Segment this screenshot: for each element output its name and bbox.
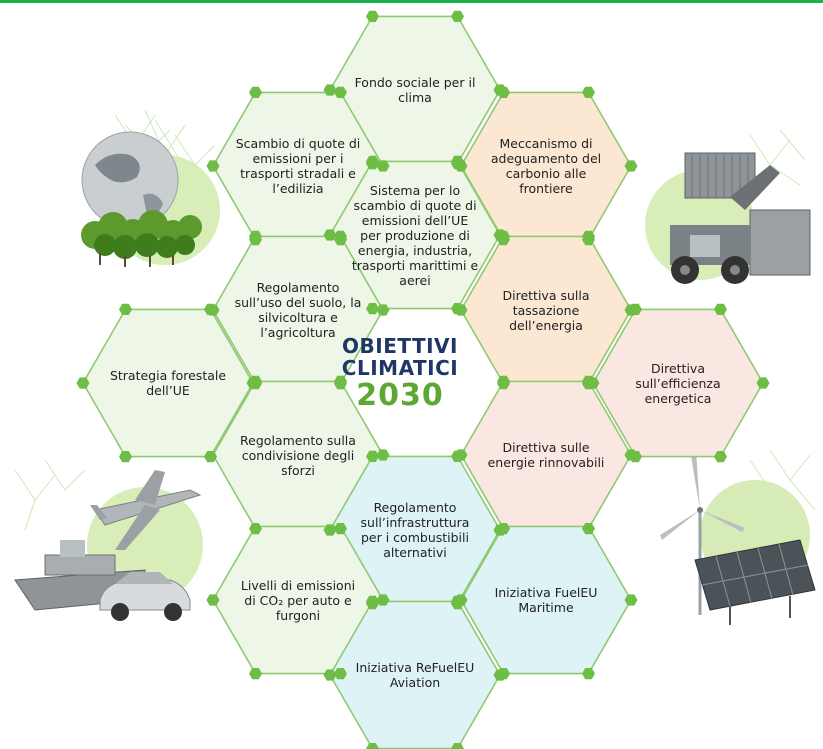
hex-efficienza-energetica: Direttiva sull’efficienza energetica bbox=[635, 360, 721, 406]
hex-vertex-node bbox=[582, 522, 595, 535]
hex-vertex-node bbox=[624, 160, 638, 172]
hex-vertex-node bbox=[334, 86, 347, 99]
center-title: OBIETTIVI CLIMATICI 2030 bbox=[330, 335, 470, 413]
hex-vertex-node bbox=[497, 375, 510, 388]
hex-vertex-node bbox=[714, 303, 727, 316]
hex-vertex-node bbox=[451, 10, 464, 23]
hex-uso-suolo: Regolamento sull’uso del suolo, la silvi… bbox=[234, 280, 362, 340]
hex-vertex-node bbox=[334, 522, 347, 535]
hex-vertex-node bbox=[204, 303, 217, 316]
hex-vertex-node bbox=[582, 86, 595, 99]
hex-vertex-node bbox=[493, 524, 507, 536]
hex-vertex-node bbox=[366, 450, 379, 463]
hex-vertex-node bbox=[249, 667, 262, 680]
plane-ship-car-icon bbox=[14, 459, 203, 621]
hex-fondo-sociale: Fondo sociale per il clima bbox=[354, 75, 476, 105]
hex-vertex-node bbox=[376, 160, 390, 172]
hex-co2-auto-furgoni: Livelli di emissioni di CO₂ per auto e f… bbox=[240, 577, 356, 623]
hex-scambio-trasporti-edilizia: Scambio di quote di emissioni per i tras… bbox=[235, 136, 361, 196]
hex-refueleu-aviation: Iniziativa ReFuelEU Aviation bbox=[355, 660, 475, 690]
hex-vertex-node bbox=[451, 595, 464, 608]
hex-vertex-node bbox=[334, 375, 347, 388]
hex-vertex-node bbox=[582, 230, 595, 243]
hex-vertex-node bbox=[493, 669, 507, 681]
hex-vertex-node bbox=[249, 375, 262, 388]
hex-vertex-node bbox=[366, 595, 379, 608]
hex-vertex-node bbox=[249, 230, 262, 243]
hex-vertex-node bbox=[119, 303, 132, 316]
hex-vertex-node bbox=[206, 160, 220, 172]
hex-vertex-node bbox=[756, 377, 770, 389]
hex-vertex-node bbox=[624, 449, 638, 461]
hex-vertex-node bbox=[454, 304, 468, 316]
center-title-line1: OBIETTIVI bbox=[342, 334, 458, 358]
hex-vertex-node bbox=[376, 449, 390, 461]
hex-vertex-node bbox=[323, 524, 337, 536]
hex-energie-rinnovabili: Direttiva sulle energie rinnovabili bbox=[487, 440, 605, 470]
center-title-line2: CLIMATICI bbox=[341, 356, 459, 380]
hex-vertex-node bbox=[249, 86, 262, 99]
top-accent-bar bbox=[0, 0, 823, 3]
hex-vertex-node bbox=[451, 450, 464, 463]
hex-vertex-node bbox=[323, 84, 337, 96]
hex-vertex-node bbox=[376, 594, 390, 606]
hex-tassazione-energia: Direttiva sulla tassazione dell’energia bbox=[502, 287, 590, 333]
hex-vertex-node bbox=[629, 303, 642, 316]
hex-vertex-node bbox=[366, 155, 379, 168]
hex-vertex-node bbox=[582, 667, 595, 680]
hex-vertex-node bbox=[714, 450, 727, 463]
hex-vertex-node bbox=[451, 742, 464, 749]
hex-sistema-ets: Sistema per lo scambio di quote di emiss… bbox=[351, 182, 479, 288]
hex-vertex-node bbox=[366, 10, 379, 23]
hex-vertex-node bbox=[323, 669, 337, 681]
hex-meccanismo-carbonio: Meccanismo di adeguamento del carbonio a… bbox=[490, 136, 602, 196]
hex-vertex-node bbox=[451, 155, 464, 168]
hex-fueleu-maritime: Iniziativa FuelEU Maritime bbox=[494, 585, 598, 615]
container-handler-icon bbox=[645, 129, 811, 284]
hex-vertex-node bbox=[76, 377, 90, 389]
wind-solar-icon bbox=[660, 449, 816, 625]
hex-vertex-node bbox=[249, 522, 262, 535]
hex-vertex-node bbox=[497, 86, 510, 99]
hex-vertex-node bbox=[206, 594, 220, 606]
hex-condivisione-sforzi: Regolamento sulla condivisione degli sfo… bbox=[240, 432, 356, 478]
hex-vertex-node bbox=[376, 304, 390, 316]
hex-vertex-node bbox=[119, 450, 132, 463]
hex-infrastruttura-combustibili: Regolamento sull’infrastruttura per i co… bbox=[360, 500, 470, 560]
hex-vertex-node bbox=[624, 594, 638, 606]
hex-vertex-node bbox=[366, 742, 379, 749]
hex-vertex-node bbox=[204, 450, 217, 463]
hex-vertex-node bbox=[582, 375, 595, 388]
hex-strategia-forestale: Strategia forestale dell’UE bbox=[109, 368, 227, 398]
hex-vertex-node bbox=[334, 667, 347, 680]
hex-vertex-node bbox=[323, 229, 337, 241]
hex-vertex-node bbox=[366, 302, 379, 315]
globe-with-trees-icon bbox=[81, 109, 220, 267]
center-title-year: 2030 bbox=[356, 378, 444, 413]
hex-vertex-node bbox=[334, 230, 347, 243]
hex-vertex-node bbox=[497, 230, 510, 243]
